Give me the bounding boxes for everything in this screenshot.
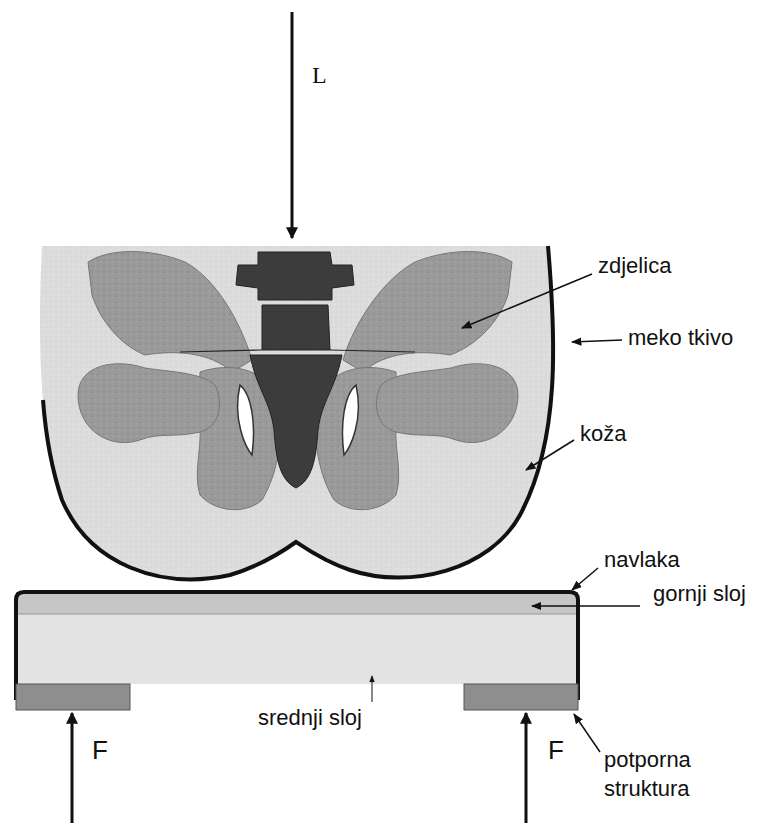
leader-line <box>572 340 622 342</box>
leader-line <box>462 274 592 328</box>
force-label: F <box>92 734 132 768</box>
part-label: srednji sloj <box>200 704 420 733</box>
leader-line <box>526 440 574 470</box>
vertebra <box>236 252 354 300</box>
support-right <box>464 684 578 710</box>
leader-line <box>572 568 598 590</box>
part-label: meko tkivo <box>628 324 768 353</box>
skin-outline <box>43 246 553 579</box>
part-label: zdjelica <box>598 252 748 281</box>
middle-layer <box>16 592 578 684</box>
leader-line <box>532 605 640 607</box>
load-arrow <box>291 12 294 238</box>
right-ilium <box>343 252 512 373</box>
force-arrow <box>525 713 528 823</box>
left-obturator <box>238 385 254 455</box>
soft-tissue <box>40 246 553 579</box>
part-label: potporna struktura <box>604 746 754 803</box>
support-left <box>16 684 130 710</box>
sacrum <box>250 355 342 488</box>
force-label: F <box>548 734 588 768</box>
lumbar-body <box>262 305 330 350</box>
leader-line <box>574 714 600 752</box>
right-obturator <box>343 385 359 455</box>
leader-line <box>372 676 373 702</box>
part-label: koža <box>580 420 700 449</box>
right-femoral-head <box>376 364 518 443</box>
left-ilium <box>88 252 252 373</box>
part-label: navlaka <box>604 546 744 575</box>
force-arrow <box>71 713 74 823</box>
top-layer <box>16 592 578 614</box>
left-femoral-head <box>78 364 220 443</box>
load-label: L <box>312 60 352 91</box>
part-label: gornji sloj <box>646 580 746 609</box>
